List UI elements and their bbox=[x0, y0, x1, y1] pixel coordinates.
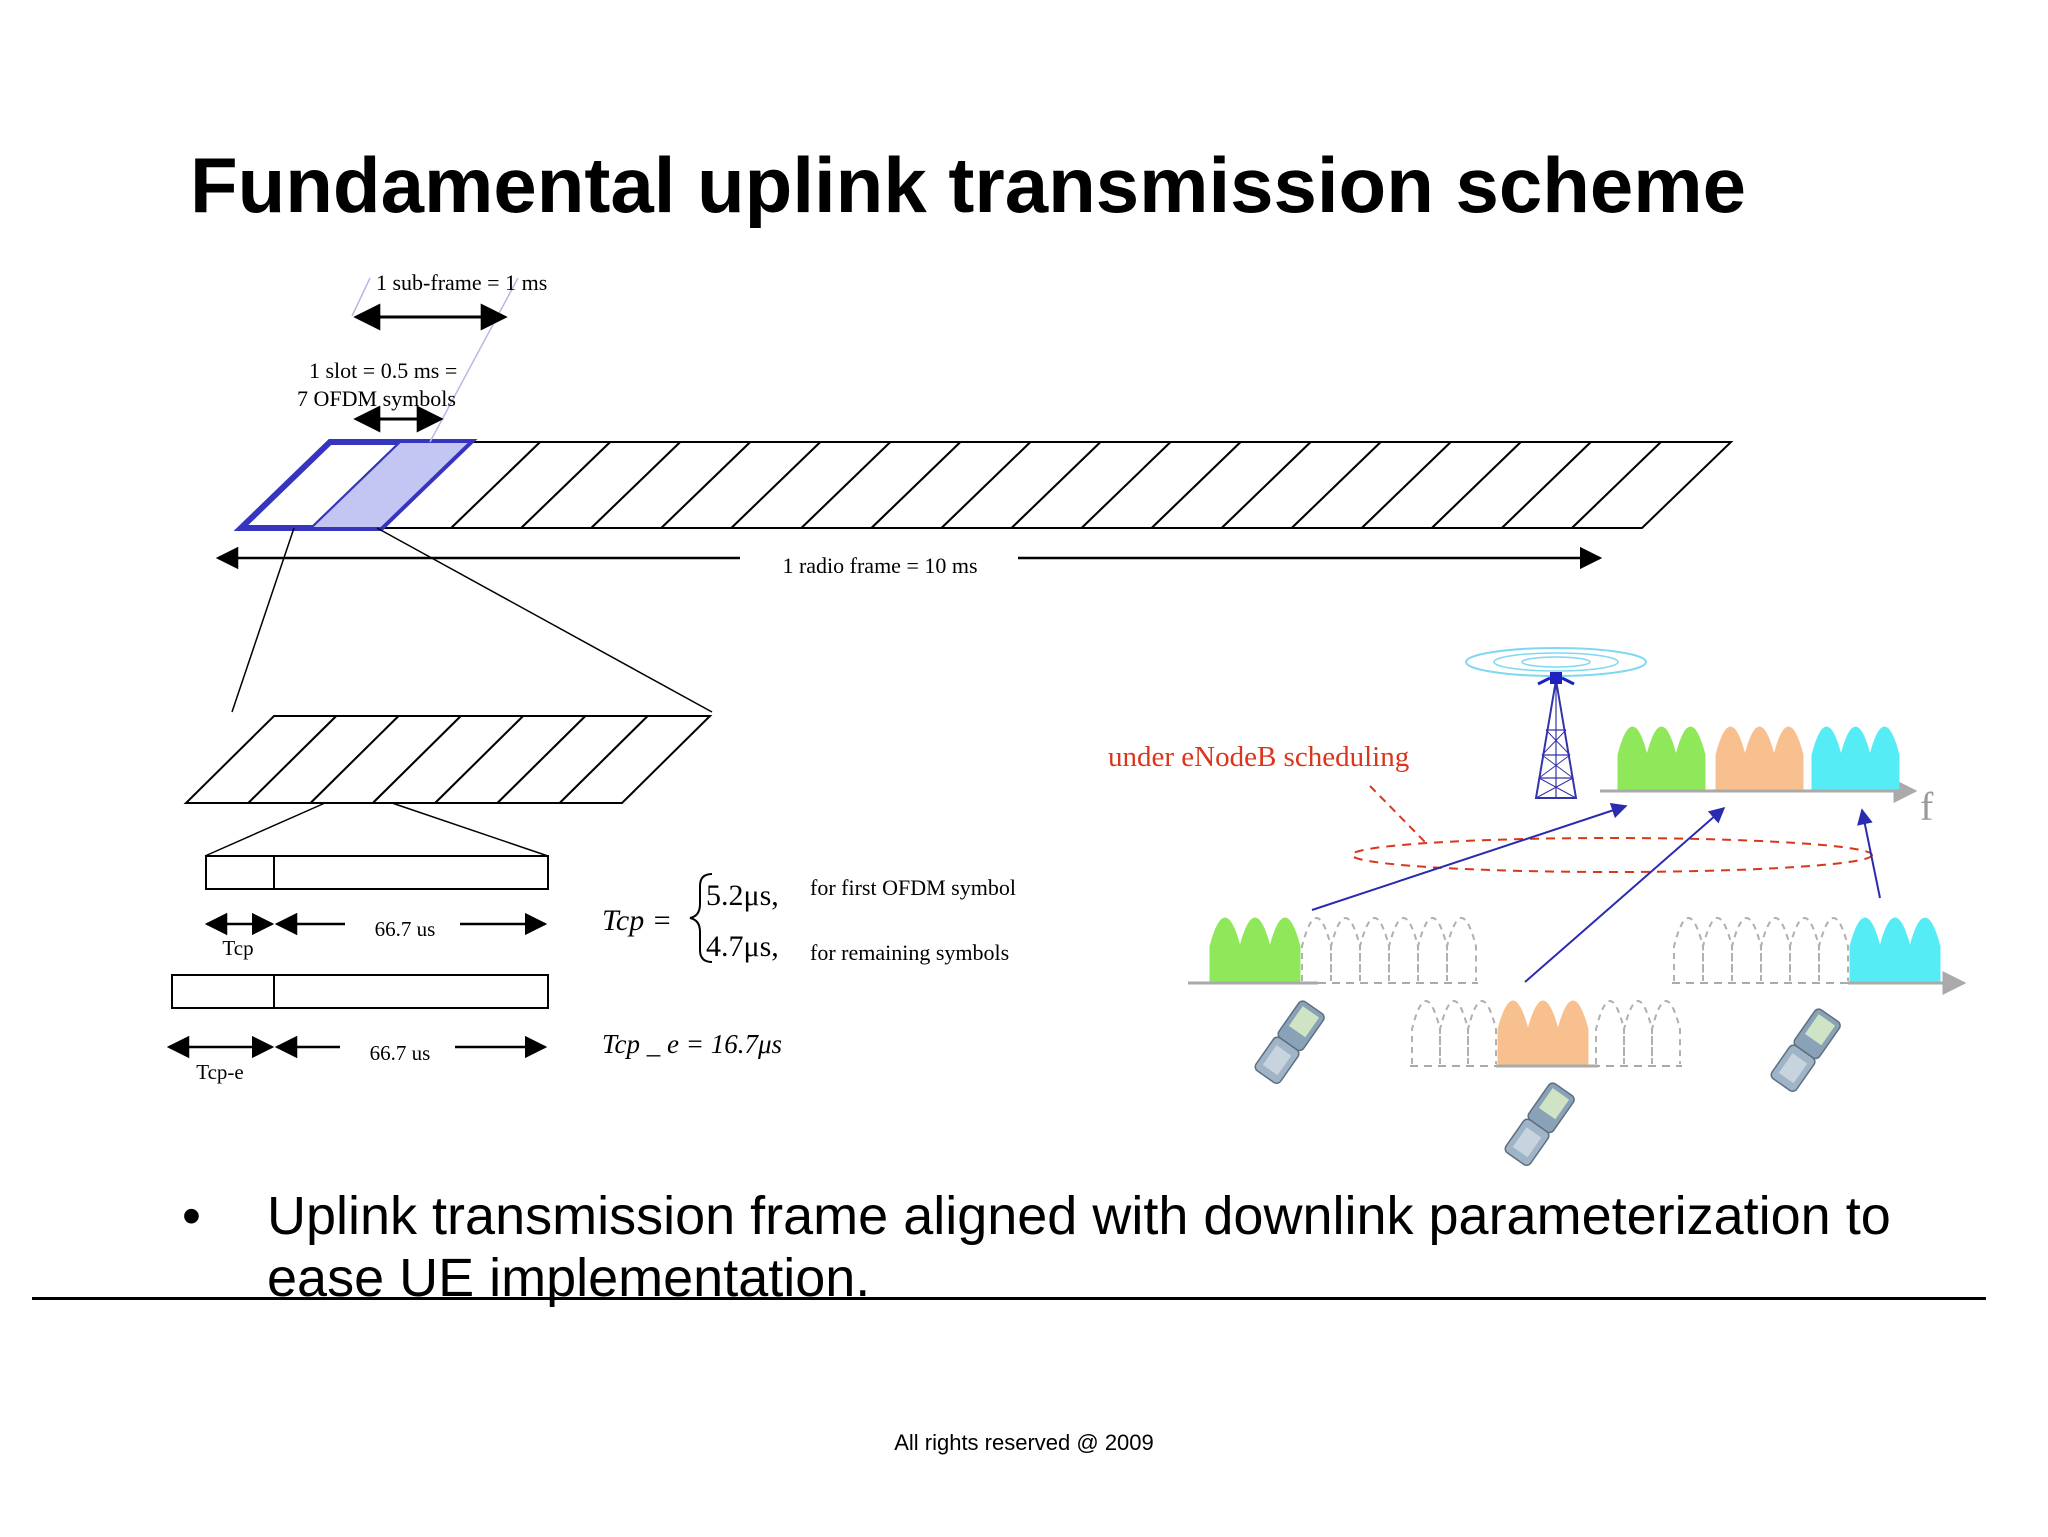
allocated-subcarrier bbox=[1209, 917, 1241, 982]
subframe-cell bbox=[1569, 441, 1734, 529]
enodeb-tower-icon bbox=[1465, 647, 1647, 799]
zoom-line-right bbox=[376, 527, 713, 713]
slot-label-line2: 7 OFDM symbols bbox=[297, 386, 456, 411]
allocated-subcarrier bbox=[1617, 726, 1648, 790]
allocated-subcarrier bbox=[1527, 1000, 1559, 1065]
tcp-value-1: 5.2μs, bbox=[706, 879, 779, 912]
footer-text: All rights reserved @ 2009 bbox=[894, 1430, 1154, 1455]
radio-frame-annotation: 1 radio frame = 10 ms bbox=[215, 546, 1603, 578]
unused-subcarrier bbox=[1417, 917, 1448, 981]
allocated-subcarrier bbox=[1557, 1000, 1589, 1065]
tcp-equation: Tcp = 5.2μs, for first OFDM symbol 4.7μs… bbox=[602, 873, 1016, 1059]
normal-cp-label: Tcp bbox=[222, 936, 253, 960]
allocated-subcarrier bbox=[1879, 917, 1911, 982]
extended-cp-symbol: 66.7 us Tcp-e bbox=[166, 974, 549, 1084]
mobile-phone-icon bbox=[1254, 1000, 1325, 1085]
subframe-cells bbox=[233, 439, 1734, 531]
unused-subcarrier bbox=[1623, 1000, 1653, 1064]
ue3-spectrum bbox=[1672, 917, 1967, 995]
scheduling-ellipse bbox=[1351, 837, 1873, 873]
uplink-arrow-ue2 bbox=[1524, 806, 1726, 983]
unused-subcarrier bbox=[1760, 917, 1791, 981]
scheduling-illustration: under eNodeB scheduling f bbox=[1108, 647, 1967, 1167]
frequency-axis-label: f bbox=[1920, 784, 1934, 829]
mobile-phone-icon bbox=[1504, 1082, 1575, 1167]
unused-subcarrier bbox=[1301, 917, 1332, 981]
highlighted-slot bbox=[308, 441, 473, 529]
scheduling-label: under eNodeB scheduling bbox=[1108, 741, 1409, 773]
normal-cp-symbol: 66.7 us Tcp bbox=[204, 855, 549, 960]
slot-label-line1: 1 slot = 0.5 ms = bbox=[309, 358, 457, 383]
ofdm-symbol-cell bbox=[557, 715, 713, 804]
allocated-subcarrier bbox=[1675, 726, 1706, 790]
radio-frame-label: 1 radio frame = 10 ms bbox=[782, 553, 977, 578]
allocated-subcarrier bbox=[1849, 917, 1881, 982]
unused-subcarrier bbox=[1651, 1000, 1681, 1064]
normal-symbol-duration: 66.7 us bbox=[375, 917, 436, 941]
allocated-subcarrier bbox=[1744, 726, 1775, 790]
unused-subcarrier bbox=[1446, 917, 1477, 981]
unused-subcarrier bbox=[1789, 917, 1820, 981]
footer-divider bbox=[32, 1297, 1986, 1300]
ofdm-symbol-cells bbox=[183, 715, 713, 804]
scheduling-leader-line bbox=[1369, 785, 1426, 843]
equation-brace bbox=[689, 873, 713, 963]
zoom-line-left bbox=[231, 527, 295, 713]
slide-title: Fundamental uplink transmission scheme bbox=[190, 141, 1747, 229]
enodeb-spectrum: f bbox=[1600, 726, 1934, 829]
tcp-condition-1: for first OFDM symbol bbox=[810, 875, 1016, 900]
ue1-spectrum bbox=[1188, 917, 1478, 985]
subframe-label: 1 sub-frame = 1 ms bbox=[376, 270, 547, 295]
allocated-subcarrier bbox=[1269, 917, 1301, 982]
bullet-item: Uplink transmission frame aligned with d… bbox=[267, 1186, 1891, 1308]
unused-subcarrier bbox=[1673, 917, 1704, 981]
allocated-subcarrier bbox=[1239, 917, 1271, 982]
tcp-e-equation: Tcp _ e = 16.7μs bbox=[602, 1029, 782, 1059]
ue2-spectrum bbox=[1410, 1000, 1682, 1068]
tcp-value-2: 4.7μs, bbox=[706, 930, 779, 963]
unused-subcarrier bbox=[1702, 917, 1733, 981]
radio-frame bbox=[233, 439, 1734, 531]
unused-subcarrier bbox=[1467, 1000, 1497, 1064]
extended-symbol-duration: 66.7 us bbox=[370, 1041, 431, 1065]
allocated-subcarrier bbox=[1811, 726, 1842, 790]
slot-annotation: 1 slot = 0.5 ms = 7 OFDM symbols bbox=[297, 358, 457, 433]
allocated-subcarrier bbox=[1869, 726, 1900, 790]
zoom-line-cp-left bbox=[204, 802, 326, 857]
unused-subcarrier bbox=[1411, 1000, 1441, 1064]
tcp-condition-2: for remaining symbols bbox=[810, 940, 1009, 965]
unused-subcarrier bbox=[1595, 1000, 1625, 1064]
zoom-line-cp-right bbox=[391, 802, 549, 857]
unused-subcarrier bbox=[1359, 917, 1390, 981]
allocated-subcarrier bbox=[1840, 726, 1871, 790]
uplink-arrow-ue1 bbox=[1311, 802, 1628, 911]
uplink-arrow-ue3 bbox=[1857, 808, 1881, 899]
allocated-subcarrier bbox=[1909, 917, 1941, 982]
unused-subcarrier bbox=[1330, 917, 1361, 981]
subframe-annotation: 1 sub-frame = 1 ms bbox=[351, 270, 547, 443]
unused-subcarrier bbox=[1731, 917, 1762, 981]
bullet-marker: • bbox=[182, 1186, 201, 1246]
unused-subcarrier bbox=[1388, 917, 1419, 981]
extended-cp-label: Tcp-e bbox=[196, 1060, 244, 1084]
allocated-subcarrier bbox=[1646, 726, 1677, 790]
unused-subcarrier bbox=[1439, 1000, 1469, 1064]
tcp-lhs: Tcp = bbox=[602, 904, 672, 937]
mobile-phone-icon bbox=[1770, 1008, 1841, 1093]
unused-subcarrier bbox=[1818, 917, 1849, 981]
allocated-subcarrier bbox=[1497, 1000, 1529, 1065]
allocated-subcarrier bbox=[1715, 726, 1746, 790]
allocated-subcarrier bbox=[1773, 726, 1804, 790]
